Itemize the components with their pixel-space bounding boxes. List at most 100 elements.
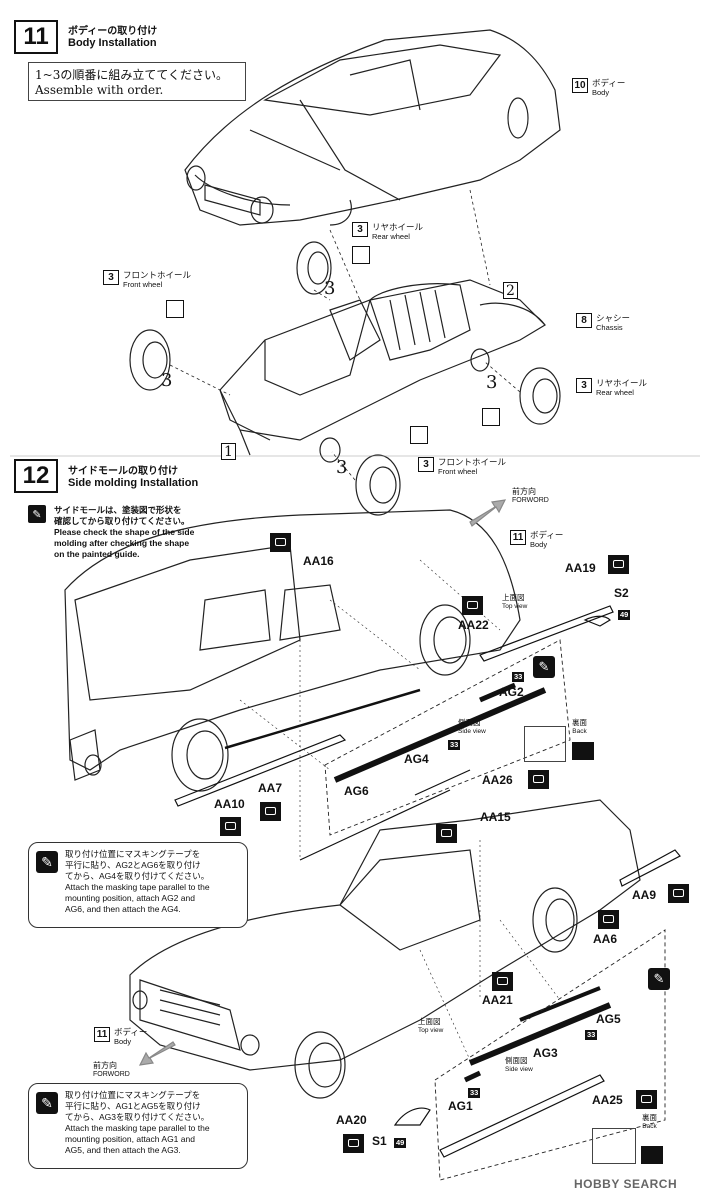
part-aa7: AA7 [258, 781, 283, 795]
ref-front-wheel-bottom-num: 3 [418, 457, 434, 472]
part-aa6: AA6 [593, 932, 618, 946]
ref-chassis-num: 8 [576, 313, 592, 328]
note1-jp-line2: 確認してから取り付けてください。 [54, 516, 190, 526]
ref-front-wheel-left-jp: フロントホイール [123, 270, 192, 280]
part-ag3: AG3 [533, 1046, 558, 1060]
note3-jp-line2: 平行に貼り、AG1とAG5を取り付け [65, 1101, 201, 1111]
back-detail-box [592, 1128, 636, 1164]
cement-icon [343, 1134, 364, 1153]
part-ag5: AG5 [596, 1012, 621, 1026]
decal-tag: 49 [394, 1138, 407, 1148]
paint-tag: 33 [468, 1088, 481, 1098]
note3-jp-line1: 取り付け位置にマスキングテープを [65, 1090, 201, 1100]
note2-en-line1: Attach the masking tape parallel to the [65, 882, 210, 892]
top-view-lower-jp: 上面図 [418, 1017, 441, 1026]
part-s1: S1 [372, 1134, 387, 1148]
cement-icon [462, 596, 483, 615]
order-mark-3: 3 [161, 370, 173, 391]
side-view-upper: 側面図 Side view [458, 717, 486, 735]
back-lower-jp: 裏面 [642, 1113, 657, 1122]
order-note-en: Assemble with order. [35, 83, 164, 97]
back-view-lower: 裏面 Back [642, 1112, 657, 1130]
note2-jp-line1: 取り付け位置にマスキングテープを [65, 849, 201, 859]
ref-body-11-lower-jp: ボディー [114, 1027, 148, 1037]
attach-lines [239, 559, 561, 1061]
step-12-title-jp: サイドモールの取り付け [68, 466, 178, 477]
step-11-title-jp: ボディーの取り付け [68, 26, 158, 37]
back-paint-icon [641, 1146, 663, 1164]
ref-chassis-en: Chassis [596, 323, 623, 332]
part-ag4: AG4 [404, 752, 429, 766]
ref-body-11-upper-num: 11 [510, 530, 526, 545]
step-11-title-en: Body Installation [68, 37, 157, 49]
forward-arrow-lower [138, 1041, 176, 1066]
ref-body-11-upper-en: Body [530, 540, 548, 549]
part-aa22: AA22 [458, 618, 489, 632]
ref-chassis-jp: シャシー [596, 313, 631, 323]
ref-body-11-upper-jp: ボディー [530, 530, 564, 540]
paint-tag: 33 [585, 1030, 598, 1040]
assembly-leader-lines [169, 189, 521, 481]
ref-rear-wheel-top-en: Rear wheel [372, 232, 410, 241]
cement-icon [436, 824, 457, 843]
top-view-lower: 上面図 Top view [418, 1016, 443, 1034]
part-aa21: AA21 [482, 993, 513, 1007]
back-paint-icon [572, 742, 594, 760]
side-view-lower-jp: 側面図 [505, 1056, 528, 1065]
back-upper-jp: 裏面 [572, 718, 587, 727]
top-view-lower-en: Top view [418, 1027, 444, 1034]
side-view-lower-en: Side view [505, 1066, 533, 1073]
cement-icon [260, 802, 281, 821]
top-view-upper-jp: 上面図 [502, 593, 525, 602]
note2-en-line2: mounting position, attach AG2 and [65, 893, 195, 903]
note2-jp-line2: 平行に貼り、AG2とAG6を取り付け [65, 860, 201, 870]
direction-lower-jp: 前方向 [93, 1061, 117, 1070]
side-view-lower: 側面図 Side view [505, 1055, 533, 1073]
ref-rear-wheel-top-jp: リヤホイール [372, 222, 424, 232]
caution-icon: ✎ [533, 656, 555, 678]
part-ag6: AG6 [344, 784, 369, 798]
back-view-upper: 裏面 Back [572, 717, 587, 735]
part-aa10: AA10 [214, 797, 245, 811]
order-mark-3: 3 [336, 457, 348, 478]
part-aa16: AA16 [303, 554, 334, 568]
watermark: HOBBY SEARCH [574, 1177, 678, 1191]
step-11-number: 11 [14, 20, 58, 54]
note1-en-line3: on the painted guide. [54, 549, 140, 559]
note3-en-line2: mounting position, attach AG1 and [65, 1134, 195, 1144]
chassis-illustration [219, 279, 546, 463]
ref-body-11-lower-num: 11 [94, 1027, 110, 1042]
cement-icon [668, 884, 689, 903]
note2-en-line3: AG6, and then attach the AG4. [65, 904, 181, 914]
note3-jp-line3: てから、AG3を取り付けてください。 [65, 1112, 210, 1122]
ref-front-wheel-bottom-jp: フロントホイール [438, 457, 507, 467]
order-note: 1~3の順番に組み立ててください。 Assemble with order. [28, 62, 246, 101]
top-view-upper: 上面図 Top view [502, 592, 527, 610]
note1-jp-line1: サイドモールは、塗装図で形状を [54, 505, 182, 515]
lower-car-illustration [129, 799, 641, 1099]
ref-rear-wheel-top-num: 3 [352, 222, 368, 237]
part-s2: S2 [614, 586, 629, 600]
caution-icon: ✎ [36, 1092, 58, 1114]
ref-body-11-lower-en: Body [114, 1037, 132, 1046]
note3-en-line3: AG5, and then attach the AG3. [65, 1145, 181, 1155]
note-masking-upper: ✎ 取り付け位置にマスキングテープを 平行に貼り、AG2とAG6を取り付け てか… [28, 842, 248, 928]
note1-en-line1: Please check the shape of the side [54, 527, 195, 537]
ref-body-en: Body [592, 88, 610, 97]
side-view-upper-en: Side view [458, 728, 486, 735]
part-ag1: AG1 [448, 1099, 473, 1113]
direction-upper: 前方向 FORWORD [512, 486, 549, 504]
side-view-upper-jp: 側面図 [458, 718, 481, 727]
cement-icon [608, 555, 629, 574]
cement-icon [636, 1090, 657, 1109]
step-12-title-en: Side molding Installation [68, 477, 199, 489]
part-aa15: AA15 [480, 810, 511, 824]
part-aa9: AA9 [632, 888, 657, 902]
